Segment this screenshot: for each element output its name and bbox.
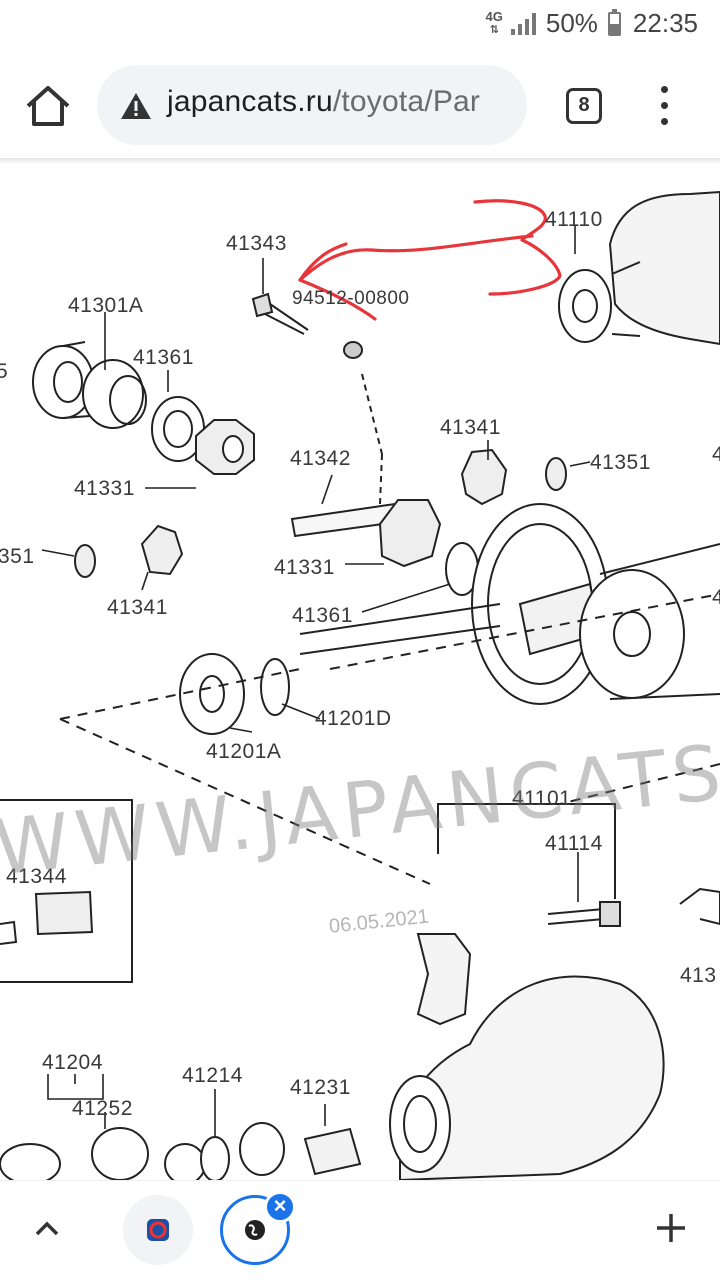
tab-switcher-button[interactable]: 8	[566, 88, 602, 124]
part-label[interactable]: 41110	[545, 208, 603, 231]
part-label[interactable]: 41341	[440, 416, 501, 439]
part-label[interactable]: 41101	[512, 787, 572, 810]
parts-diagram[interactable]	[0, 164, 720, 1180]
close-tab-button[interactable]: ×	[264, 1191, 296, 1223]
part-label[interactable]: 41204	[42, 1051, 103, 1074]
home-icon	[26, 86, 70, 126]
part-label[interactable]: 41331	[274, 556, 335, 579]
part-label[interactable]: 41342	[290, 447, 351, 470]
bottom-toolbar: ×	[0, 1180, 720, 1280]
part-label[interactable]: 41252	[72, 1097, 133, 1120]
part-label[interactable]: 41351	[590, 451, 651, 474]
status-bar: 4G⇅ 50% 22:35	[0, 0, 720, 52]
chevron-up-icon[interactable]	[34, 1219, 60, 1237]
part-label[interactable]: 41331	[74, 477, 135, 500]
red-arrow-annotation	[298, 199, 562, 321]
globe-icon	[245, 1220, 265, 1240]
part-label[interactable]: 41231	[290, 1076, 351, 1099]
part-label[interactable]: 41343	[226, 232, 287, 255]
tab-thumbnail[interactable]	[123, 1195, 193, 1265]
clock: 22:35	[632, 8, 698, 38]
part-label[interactable]: 41214	[182, 1064, 243, 1087]
part-label[interactable]: 41361	[292, 604, 353, 627]
part-label[interactable]: 351	[0, 545, 35, 568]
site-favicon	[147, 1219, 169, 1241]
battery-icon	[607, 8, 621, 36]
toolbar-shadow	[0, 158, 720, 164]
part-label[interactable]: 4	[712, 586, 720, 609]
network-type-label: 4G	[485, 9, 503, 24]
warning-icon[interactable]	[119, 91, 153, 121]
url-domain: japancats.ru	[167, 85, 333, 118]
status-indicators: 4G⇅ 50% 22:35	[486, 8, 698, 39]
part-label[interactable]: 41201D	[315, 707, 392, 730]
url-text[interactable]: japancats.ru/toyota/Par	[167, 85, 480, 119]
browser-toolbar: japancats.ru/toyota/Par 8	[0, 52, 720, 160]
home-button[interactable]	[22, 82, 74, 130]
part-label[interactable]: 41201A	[206, 740, 282, 763]
network-type: 4G⇅	[485, 9, 503, 36]
part-label[interactable]: 41344	[6, 865, 67, 888]
part-label[interactable]: 413	[680, 964, 717, 987]
part-label[interactable]: 94512-00800	[292, 288, 410, 309]
plus-icon[interactable]	[654, 1211, 688, 1245]
part-label[interactable]: 41341	[107, 596, 168, 619]
more-vert-icon[interactable]	[658, 86, 670, 126]
part-label[interactable]: 41361	[133, 346, 194, 369]
battery-percent: 50%	[545, 8, 598, 38]
part-label[interactable]: 4	[712, 443, 720, 466]
url-path: /toyota/Par	[332, 85, 481, 118]
parts-diagram-page: 41343 94512-00800 41110 41301A 41361 5 4…	[0, 164, 720, 1180]
address-bar[interactable]: japancats.ru/toyota/Par	[97, 65, 527, 145]
signal-icon	[510, 12, 536, 35]
part-label[interactable]: 5	[0, 360, 9, 383]
part-label[interactable]: 41301A	[68, 294, 144, 317]
part-label[interactable]: 41114	[545, 832, 603, 855]
